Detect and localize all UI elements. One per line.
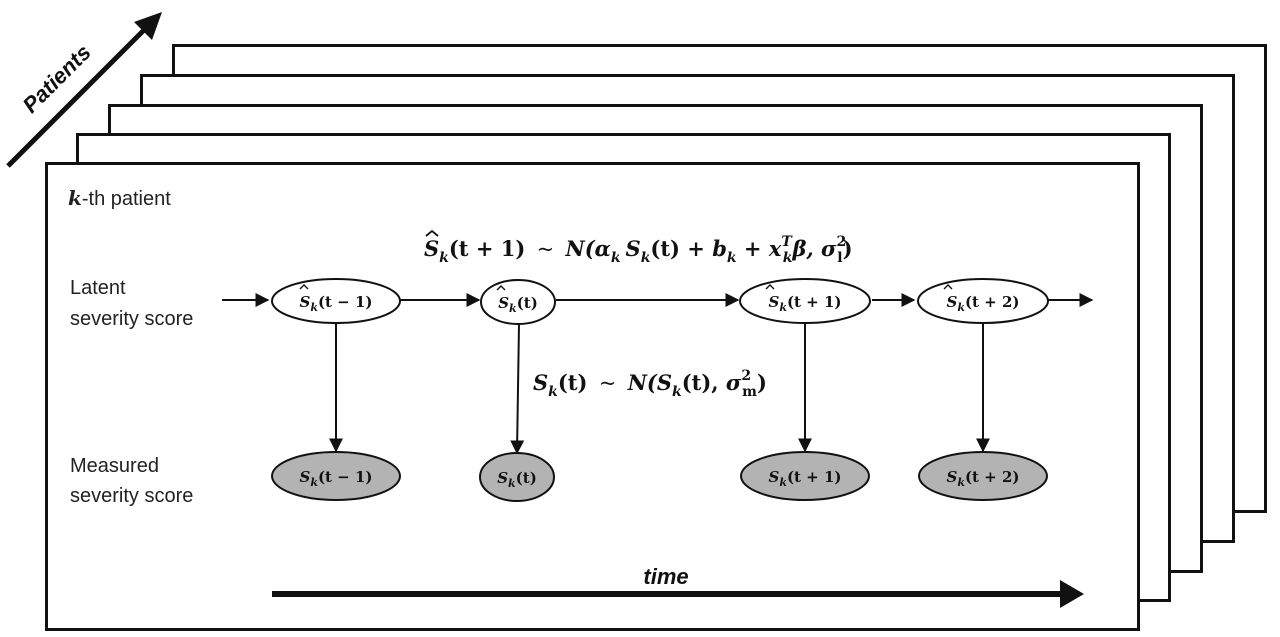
transition-lhs-hat (425, 229, 439, 237)
latent-node-3-hat (765, 284, 775, 290)
patients-axis-line (6, 22, 152, 168)
svg-text:Sk(t): Sk(t) (497, 469, 537, 490)
latent-node-2: Sk(t) (480, 279, 556, 325)
svg-text:Sk(t − 1): Sk(t − 1) (299, 293, 372, 314)
latent-node-1-hat (299, 284, 309, 290)
svg-text:Sk(t + 1): Sk(t + 1) (768, 293, 841, 314)
patients-axis-arrowhead (134, 12, 162, 40)
latent-node-4: Sk(t + 2) (917, 278, 1049, 324)
emission-arrows (329, 323, 990, 455)
measured-node-4: Sk(t + 2) (918, 451, 1048, 501)
svg-text:Sk(t − 1): Sk(t − 1) (299, 468, 372, 489)
latent-row-label-line1: Latent (70, 277, 126, 299)
emission-arrow-2 (510, 323, 525, 455)
svg-text:Sk(t + 2): Sk(t + 2) (946, 468, 1019, 489)
time-axis: time (272, 564, 1084, 608)
patient-index: k (68, 186, 82, 210)
patient-card-title: k-th patient (68, 186, 171, 210)
latent-node-1: Sk(t − 1) (271, 278, 401, 324)
svg-text:Sk(t): Sk(t) (498, 294, 538, 315)
time-axis-label: time (643, 564, 688, 589)
latent-node-2-hat (496, 285, 506, 291)
patient-card-front (45, 162, 1140, 631)
measured-row-label-line2: severity score (70, 485, 193, 507)
patients-axis: Patients (6, 12, 162, 168)
measured-node-3: Sk(t + 1) (740, 451, 870, 501)
patients-axis-label: Patients (18, 40, 96, 118)
svg-text:Sk(t + 2): Sk(t + 2) (946, 293, 1019, 314)
measured-node-2: Sk(t) (479, 452, 555, 502)
latent-row-label-line2: severity score (70, 308, 193, 330)
time-axis-arrowhead (1060, 580, 1084, 608)
patient-label-suffix: -th patient (82, 188, 171, 210)
measured-row-label-line1: Measured (70, 455, 159, 477)
measured-node-1: Sk(t − 1) (271, 451, 401, 501)
latent-node-3: Sk(t + 1) (739, 278, 871, 324)
latent-node-4-hat (943, 284, 953, 290)
svg-text:Sk(t + 1): Sk(t + 1) (768, 468, 841, 489)
